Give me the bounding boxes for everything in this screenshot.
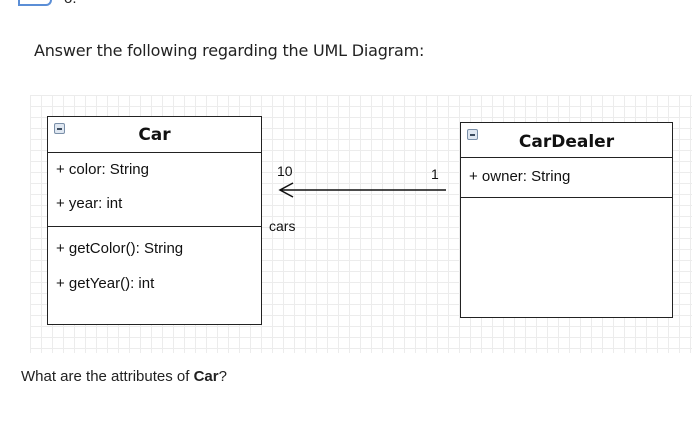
attribute-color: + color: String (56, 161, 149, 178)
follow-up-question: What are the attributes of Car? (21, 368, 227, 385)
multiplicity-dealer: 1 (431, 166, 439, 182)
class-car-dealer: CarDealer + owner: String (460, 122, 673, 318)
question-suffix: ? (218, 368, 227, 385)
question-prefix: What are the attributes of (21, 368, 194, 385)
question-class-name: Car (193, 368, 219, 385)
collapse-icon[interactable] (467, 129, 478, 140)
top-cropped-text: o. (64, 0, 77, 7)
class-car-attributes: + color: String + year: int (48, 153, 261, 227)
class-car: Car + color: String + year: int + getCol… (47, 116, 262, 325)
class-car-dealer-attributes: + owner: String (461, 158, 672, 198)
question-text: Answer the following regarding the UML D… (34, 41, 425, 60)
class-car-header: Car (48, 117, 261, 153)
method-get-year: + getYear(): int (56, 275, 155, 292)
class-car-title: Car (138, 125, 171, 145)
class-car-dealer-title: CarDealer (518, 132, 615, 152)
class-car-dealer-header: CarDealer (461, 123, 672, 158)
attribute-year: + year: int (56, 195, 123, 212)
collapse-icon[interactable] (54, 123, 65, 134)
attribute-owner: + owner: String (469, 168, 571, 185)
association-role: cars (269, 218, 296, 234)
method-get-color: + getColor(): String (56, 240, 184, 257)
multiplicity-car: 10 (277, 163, 293, 179)
top-cropped-shape (18, 0, 52, 6)
